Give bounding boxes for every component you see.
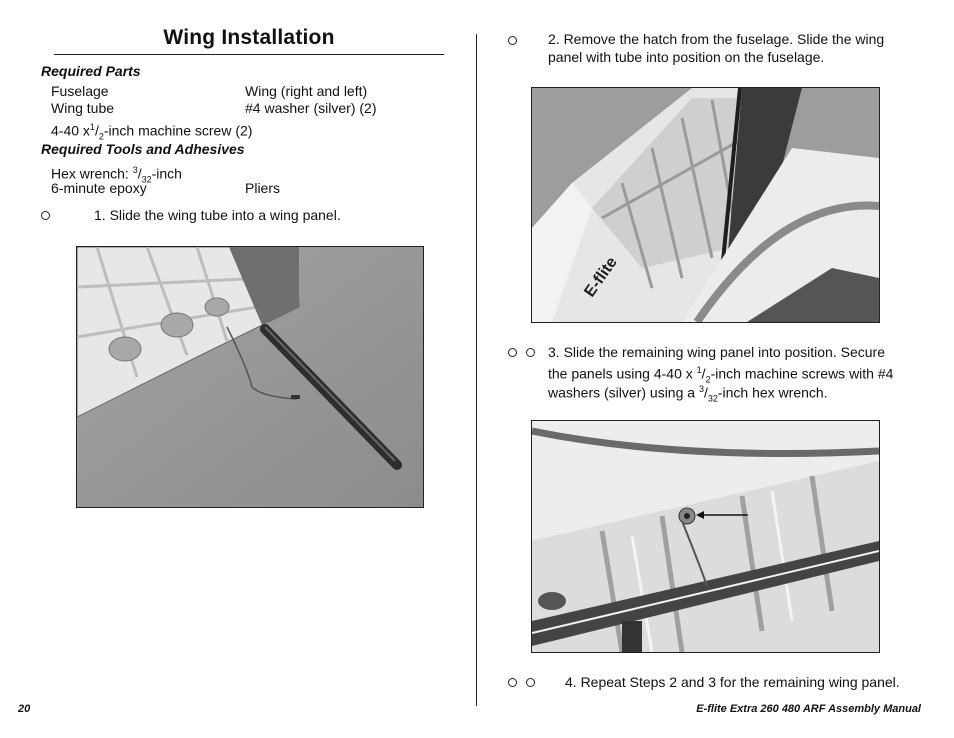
step1-checkbox[interactable] [41,211,50,220]
title-rule [54,54,444,55]
tool-hex-wrench: Hex wrench: 3/32-inch [51,165,182,185]
page-number: 20 [18,703,31,715]
part-washer: #4 washer (silver) (2) [245,100,377,116]
page-title: Wing Installation [163,26,335,49]
step3-line2: the panels using 4-40 x 1/2-inch machine… [548,365,894,385]
step3-checkbox-a[interactable] [508,348,517,357]
tools-heading: Required Tools and Adhesives [41,141,245,157]
step4-checkbox-a[interactable] [508,678,517,687]
part-wing: Wing (right and left) [245,83,368,99]
wing-tube-photo [76,246,424,508]
step2-line2: panel with tube into position on the fus… [548,49,825,65]
part-wing-tube: Wing tube [51,100,115,116]
step2-checkbox[interactable] [508,36,517,45]
manual-title: E-flite Extra 260 480 ARF Assembly Manua… [696,703,921,715]
required-parts-heading: Required Parts [41,63,141,79]
tool-epoxy: 6-minute epoxy [51,180,147,196]
step2-line1: 2. Remove the hatch from the fuselage. S… [548,31,885,47]
step3-line1: 3. Slide the remaining wing panel into p… [548,344,885,360]
secure-panels-photo [531,420,880,653]
step3-line3: washers (silver) using a 3/32-inch hex w… [548,384,828,404]
part-fuselage: Fuselage [51,83,109,99]
step4-checkbox-b[interactable] [526,678,535,687]
part-machine-screw: 4-40 x1/2-inch machine screw (2) [51,122,253,142]
column-divider [476,34,477,706]
step3-checkbox-b[interactable] [526,348,535,357]
step4-text: 4. Repeat Steps 2 and 3 for the remainin… [565,674,900,690]
step1-text: 1. Slide the wing tube into a wing panel… [94,207,341,223]
tool-pliers: Pliers [245,180,281,196]
fuselage-wing-photo: E-flite [531,87,880,323]
